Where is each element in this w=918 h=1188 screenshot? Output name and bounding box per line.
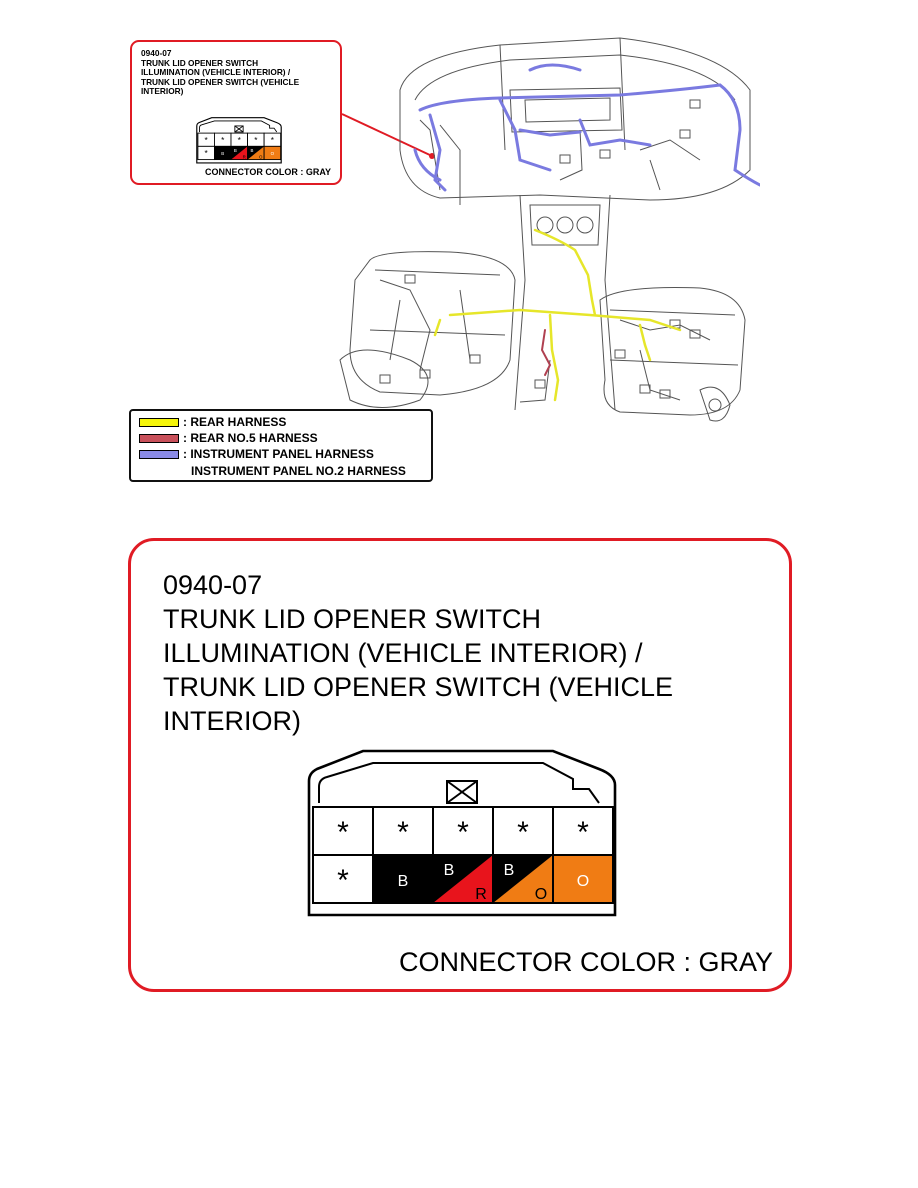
title-line: INTERIOR): [163, 706, 301, 736]
connector-pin: O: [552, 854, 614, 904]
legend-swatch-rear-no5-harness: [139, 433, 179, 443]
pin-wire-color-label: *: [517, 816, 529, 849]
pin-wire-stripe-label: R: [243, 154, 246, 159]
connector-pin: *: [372, 806, 434, 856]
connector-pin: O: [263, 145, 282, 161]
connector-pin: BR: [230, 145, 248, 161]
legend-label: : INSTRUMENT PANEL HARNESS: [183, 447, 374, 461]
connector-callout-small: 0940-07 TRUNK LID OPENER SWITCH ILLUMINA…: [130, 40, 342, 185]
connector-callout-large: 0940-07 TRUNK LID OPENER SWITCH ILLUMINA…: [128, 538, 792, 992]
legend-item: : REAR NO.5 HARNESS: [139, 431, 318, 445]
pin-wire-stripe-label: O: [259, 154, 263, 159]
pin-wire-stripe-label: O: [535, 886, 547, 903]
connector-housing-inner: [199, 120, 278, 133]
connector-pin: *: [247, 132, 265, 147]
title-line: INTERIOR): [141, 86, 184, 97]
pin-wire-color-label: O: [271, 151, 275, 156]
legend-label: : REAR HARNESS: [183, 415, 287, 429]
legend-item: : INSTRUMENT PANEL HARNESS: [139, 447, 374, 461]
connector-pin: BO: [247, 145, 265, 161]
title-line: ILLUMINATION (VEHICLE INTERIOR) /: [141, 67, 291, 78]
pin-wire-color-label: B: [398, 873, 409, 890]
connector-code: 0940-07: [141, 48, 172, 58]
connector-pin: B: [214, 145, 232, 161]
title-line: TRUNK LID OPENER SWITCH (VEHICLE: [141, 76, 300, 87]
title-line: TRUNK LID OPENER SWITCH: [163, 604, 542, 634]
connector-pin: *: [197, 132, 215, 147]
title-line: ILLUMINATION (VEHICLE INTERIOR) /: [163, 638, 643, 668]
pin-wire-color-label: *: [397, 816, 409, 849]
title-line: TRUNK LID OPENER SWITCH: [141, 57, 259, 68]
legend-label-extra: INSTRUMENT PANEL NO.2 HARNESS: [191, 464, 406, 478]
pin-wire-color-label: B: [221, 151, 224, 156]
pin-wire-color-label: *: [271, 136, 275, 145]
connector-pin: *: [197, 145, 215, 161]
legend-label: : REAR NO.5 HARNESS: [183, 431, 318, 445]
connector-pin: *: [492, 806, 554, 856]
pin-wire-color-label: *: [337, 816, 349, 849]
pin-wire-color-label: B: [504, 862, 515, 879]
connector-color-label: CONNECTOR COLOR : GRAY: [398, 947, 773, 977]
pin-wire-color-label: *: [254, 136, 258, 145]
callout-large-title: 0940-07 TRUNK LID OPENER SWITCH ILLUMINA…: [163, 568, 673, 738]
connector-pin: *: [312, 806, 374, 856]
pin-wire-color-label: B: [444, 862, 455, 879]
connector-pin: BR: [432, 854, 494, 904]
legend-item: : REAR HARNESS: [139, 415, 286, 429]
harness-location-drawing: [339, 37, 760, 422]
connector-housing-inner: [318, 762, 600, 804]
pin-wire-stripe-label: R: [475, 886, 487, 903]
pin-wire-color-label: *: [577, 816, 589, 849]
pin-wire-color-label: B: [250, 148, 253, 153]
connector-pin: *: [432, 806, 494, 856]
lock-box-x-icon: [446, 780, 478, 804]
title-line: TRUNK LID OPENER SWITCH (VEHICLE: [163, 672, 674, 702]
legend-swatch-rear-harness: [139, 417, 179, 427]
callout-small-title: 0940-07 TRUNK LID OPENER SWITCH ILLUMINA…: [141, 48, 341, 97]
connector-color-label: CONNECTOR COLOR : GRAY: [204, 167, 331, 177]
connector-code: 0940-07: [163, 570, 263, 600]
pin-wire-color-label: B: [234, 148, 237, 153]
pin-wire-color-label: *: [221, 136, 225, 145]
connector-pin: *: [552, 806, 614, 856]
pin-wire-color-label: *: [205, 149, 209, 158]
lock-box-x-icon: [234, 125, 244, 133]
pin-wire-color-label: *: [337, 864, 349, 897]
connector-pin: *: [230, 132, 248, 147]
pin-wire-color-label: *: [457, 816, 469, 849]
connector-pin: *: [263, 132, 282, 147]
harness-legend: : REAR HARNESS : REAR NO.5 HARNESS : INS…: [129, 409, 433, 482]
connector-pin: B: [372, 854, 434, 904]
pin-wire-color-label: O: [577, 873, 589, 890]
pin-wire-color-label: *: [205, 136, 209, 145]
pin-wire-color-label: *: [238, 136, 242, 145]
connector-pin: BO: [492, 854, 554, 904]
connector-pin: *: [214, 132, 232, 147]
legend-swatch-instrument-panel-harness: [139, 449, 179, 459]
connector-pin: *: [312, 854, 374, 904]
